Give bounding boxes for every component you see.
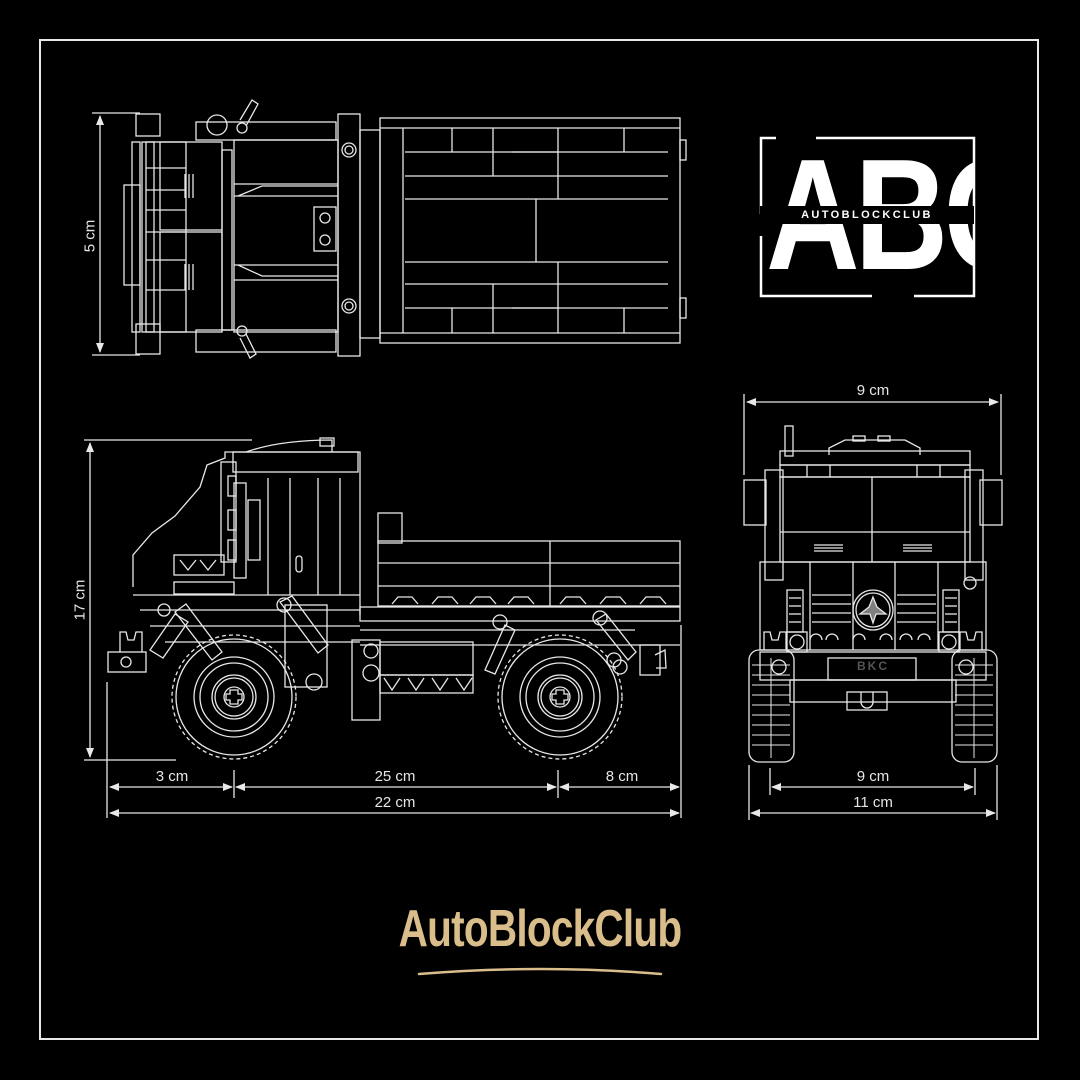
dim-front-overhang: 3 cm [155,768,189,785]
brand-name: AutoBlockClub [398,900,683,958]
dim-total-length: 22 cm [374,794,416,811]
front-plate-text: BKC [857,659,889,673]
top-view-drawing [92,99,687,359]
logo-band [760,206,974,224]
dim-front-track: 9 cm [856,768,890,785]
front-view-drawing [743,394,1003,820]
brand-underline [417,967,663,976]
border-frame [39,39,1039,1040]
rear-wheel [497,634,623,760]
dim-side-height: 17 cm [71,579,89,621]
dim-top-width: 5 cm [81,219,99,253]
front-wheel [171,634,297,760]
dim-front-top-width: 9 cm [856,382,890,399]
logo-frame [759,136,976,298]
dim-front-total-width: 11 cm [853,794,893,811]
dim-rear-overhang: 8 cm [605,768,639,785]
abc-logo: ABC AUTOBLOCKCLUB [760,137,974,298]
logo-subtitle: AUTOBLOCKCLUB [801,209,933,221]
dim-wheelbase: 25 cm [374,768,416,785]
side-view-drawing [84,437,682,818]
